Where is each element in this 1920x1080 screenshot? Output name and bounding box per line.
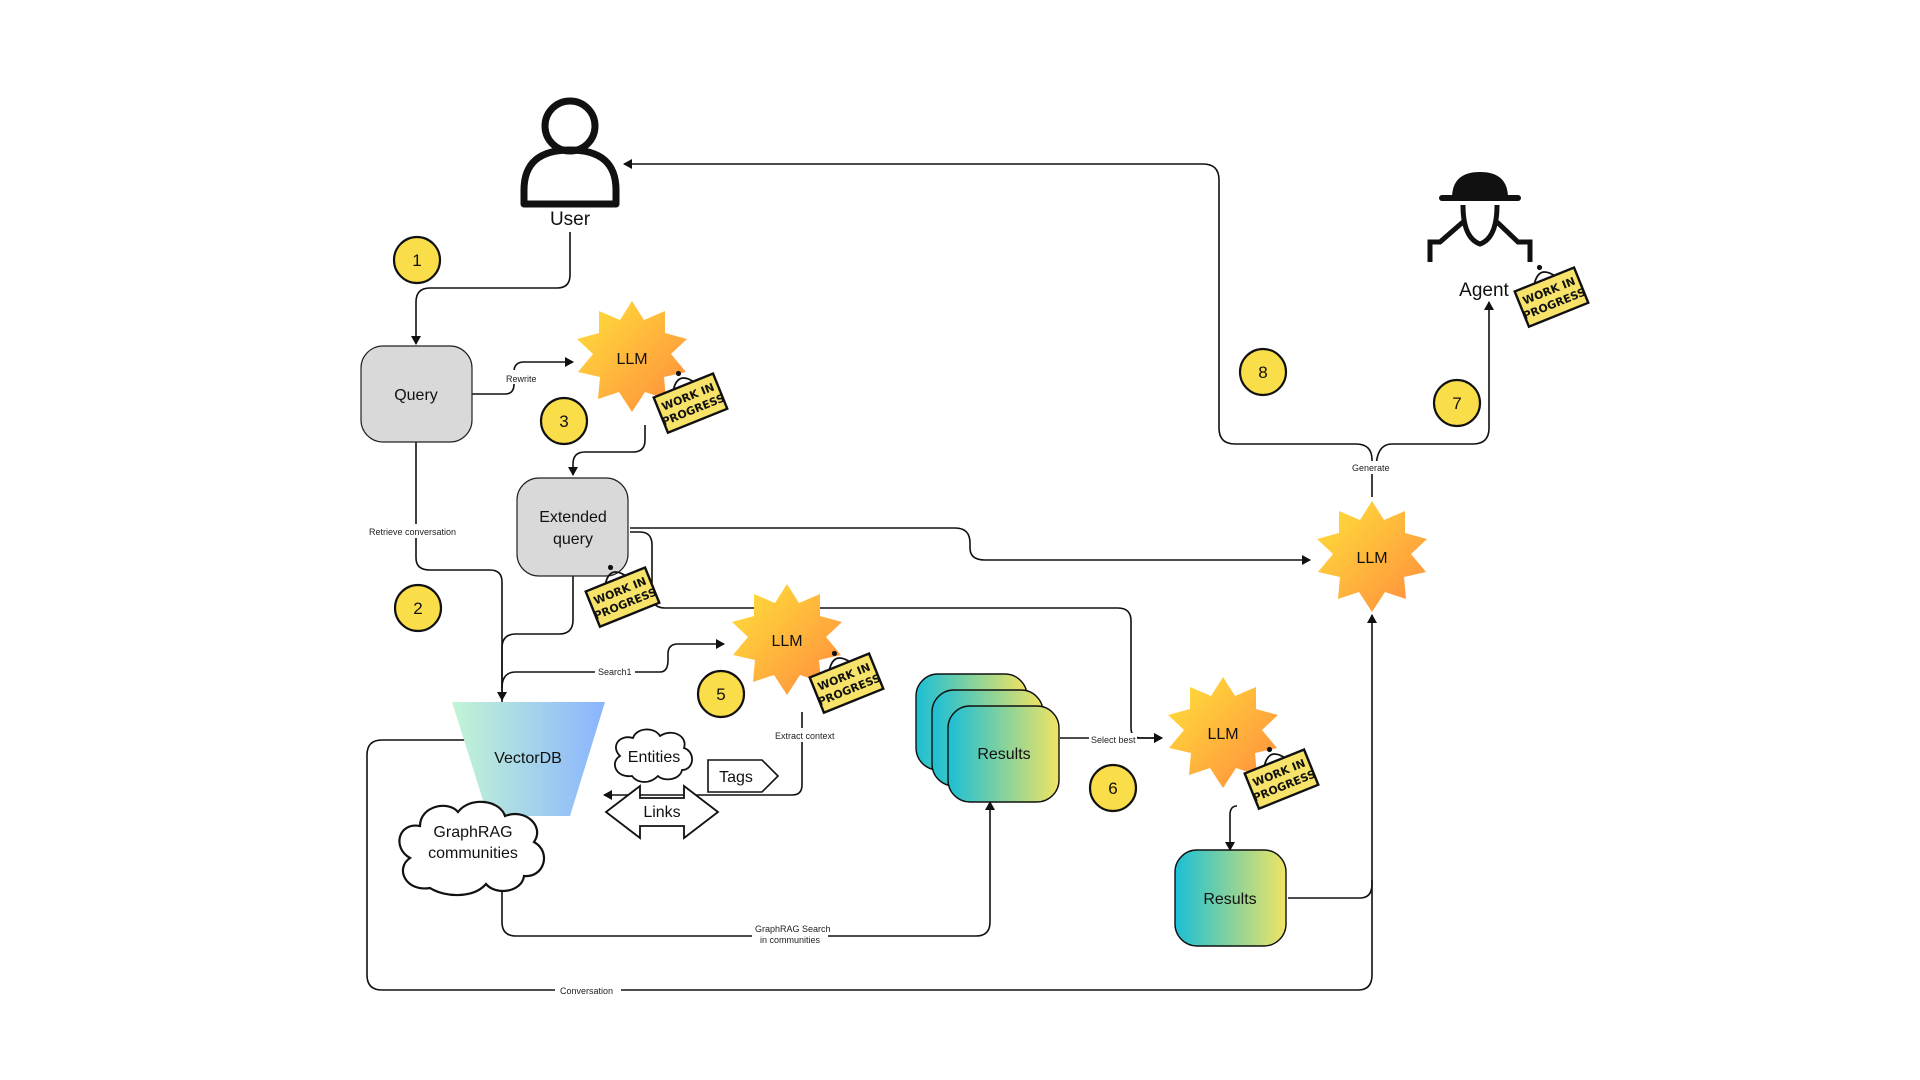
step-1-marker: 1 xyxy=(392,235,442,285)
label-rewrite: Rewrite xyxy=(506,374,537,384)
step-2-marker: 2 xyxy=(393,583,443,633)
svg-text:5: 5 xyxy=(716,685,725,704)
svg-text:3: 3 xyxy=(559,412,568,431)
graphrag-communities-node: GraphRAG communities xyxy=(398,800,545,897)
entities-label: Entities xyxy=(628,749,680,766)
edge-llm-to-extended xyxy=(568,425,646,476)
query-label: Query xyxy=(394,387,438,404)
extended-query-node: Extended query WORK IN PROGRESS xyxy=(516,477,661,628)
label-graphrag-search-1: GraphRAG Search xyxy=(755,924,831,934)
graphrag-label-1: GraphRAG xyxy=(433,824,512,841)
links-node: Links xyxy=(604,784,720,840)
results-stack-label: Results xyxy=(977,746,1030,763)
llm-rewrite-label: LLM xyxy=(616,351,647,368)
agent-actor: Agent WORK IN PROGRESS xyxy=(1427,172,1590,328)
label-select-best: Select best xyxy=(1091,735,1136,745)
step-markers: 1 2 3 5 6 7 8 xyxy=(392,235,1482,813)
cloud-shape xyxy=(398,800,545,897)
svg-text:2: 2 xyxy=(413,599,422,618)
label-graphrag-search-2: in communities xyxy=(760,935,821,945)
svg-text:7: 7 xyxy=(1452,394,1461,413)
svg-text:6: 6 xyxy=(1108,779,1117,798)
step-5-marker: 5 xyxy=(696,669,746,719)
user-label: User xyxy=(550,209,591,230)
llm-generate-label: LLM xyxy=(1356,550,1387,567)
label-retrieve-conversation: Retrieve conversation xyxy=(369,527,456,537)
wip-badge-agent: WORK IN PROGRESS xyxy=(1507,251,1590,328)
svg-text:8: 8 xyxy=(1258,363,1267,382)
svg-text:1: 1 xyxy=(412,251,421,270)
edge-extract-context xyxy=(603,712,803,800)
edge-extended-to-generate xyxy=(630,527,1311,565)
label-generate: Generate xyxy=(1352,463,1390,473)
llm-select-label: LLM xyxy=(1207,726,1238,743)
query-node: Query xyxy=(360,345,473,443)
user-actor: User xyxy=(520,97,620,230)
extended-query-label-1: Extended xyxy=(539,509,607,526)
llm-extract-node: LLM WORK IN PROGRESS xyxy=(732,584,885,714)
cloud-shape xyxy=(614,728,693,783)
step-7-marker: 7 xyxy=(1432,378,1482,428)
step-3-marker: 3 xyxy=(539,396,589,446)
edge-labels: Rewrite Retrieve conversation Search1 Ex… xyxy=(366,370,1394,997)
label-extract-context: Extract context xyxy=(775,731,835,741)
step-8-marker: 8 xyxy=(1238,347,1288,397)
llm-select-node: LLM WORK IN PROGRESS xyxy=(1168,677,1320,810)
edge-select-to-results xyxy=(1225,805,1238,851)
edge-search xyxy=(501,639,725,689)
agent-label: Agent xyxy=(1459,280,1509,301)
edge-generate-to-user xyxy=(623,159,1373,497)
vectordb-label: VectorDB xyxy=(494,750,562,767)
label-search: Search1 xyxy=(598,667,632,677)
llm-rewrite-node: LLM WORK IN PROGRESS xyxy=(577,301,729,434)
links-label: Links xyxy=(643,804,680,821)
vectordb-node: VectorDB xyxy=(452,702,605,816)
edge-extended-to-vectordb xyxy=(501,576,574,700)
step-6-marker: 6 xyxy=(1088,763,1138,813)
extended-query-label-2: query xyxy=(553,531,593,548)
graphrag-label-2: communities xyxy=(428,845,518,862)
wip-badge-extended: WORK IN PROGRESS xyxy=(578,551,661,628)
results-stack-node: Results xyxy=(915,673,1060,803)
results-final-node: Results xyxy=(1174,849,1287,947)
entities-node: Entities xyxy=(614,728,693,783)
results-final-label: Results xyxy=(1203,891,1256,908)
llm-generate-node: LLM xyxy=(1317,501,1427,612)
user-icon xyxy=(520,97,620,208)
edge-retrieve-conversation xyxy=(415,442,507,701)
tags-node: Tags xyxy=(707,759,780,793)
edge-graphrag-search xyxy=(501,801,995,937)
label-conversation: Conversation xyxy=(560,986,613,996)
edge-generate-to-agent xyxy=(1375,301,1494,471)
wip-badge-llm-select: WORK IN PROGRESS xyxy=(1237,733,1320,810)
tags-label: Tags xyxy=(719,769,753,786)
spy-agent-icon xyxy=(1427,172,1533,262)
llm-extract-label: LLM xyxy=(771,633,802,650)
edge-user-to-query xyxy=(411,232,571,345)
